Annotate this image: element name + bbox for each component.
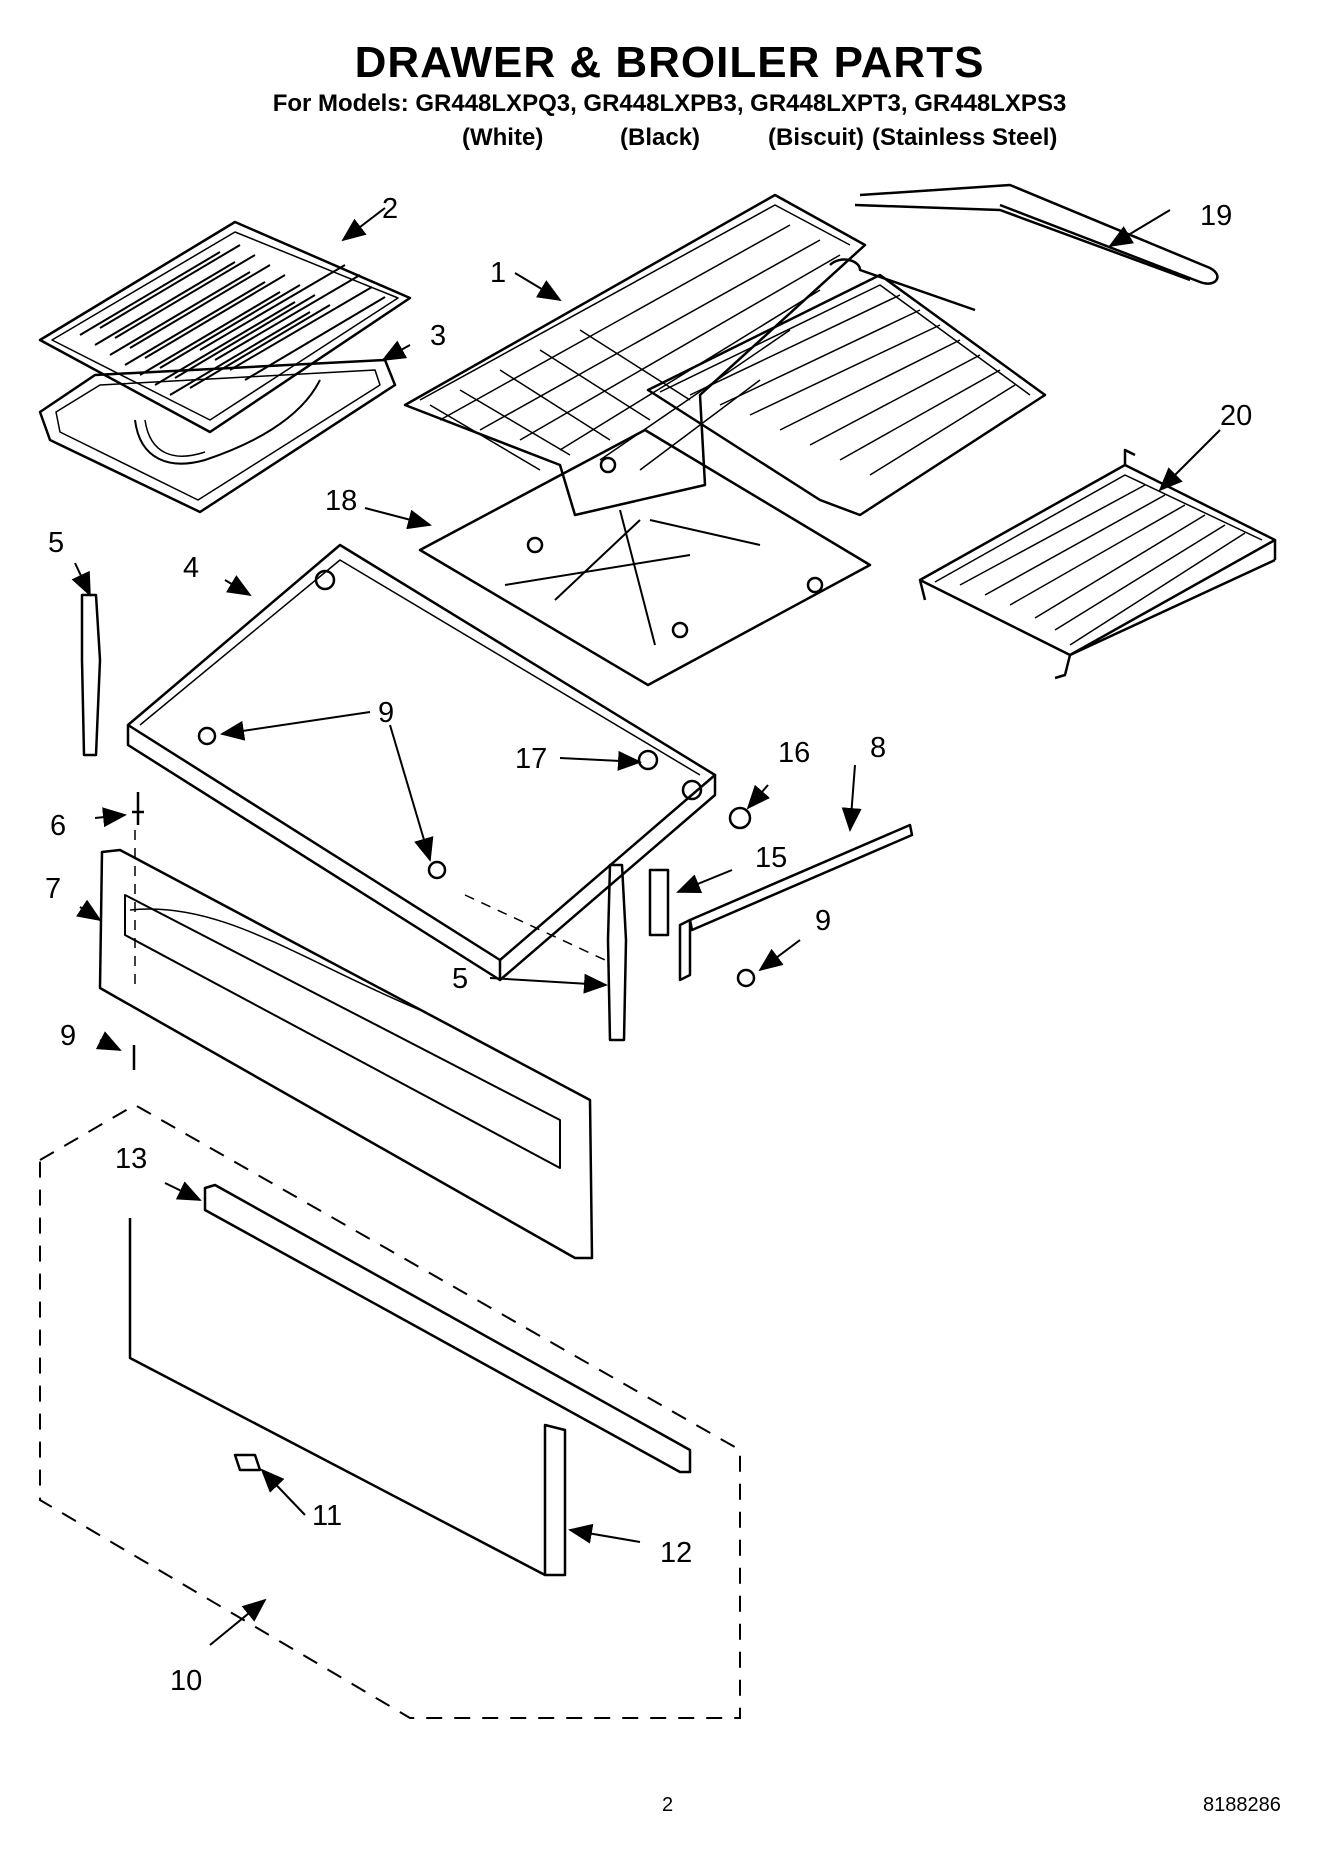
page-number: 2 (662, 1794, 674, 1816)
drawer-front-panel (98, 848, 594, 1260)
callout-5a: 5 (48, 527, 64, 559)
drawer-slide-left (80, 593, 102, 757)
slide-rail (688, 823, 914, 932)
panel-clip (233, 1453, 262, 1472)
page-title: DRAWER & BROILER PARTS (354, 38, 985, 87)
trim-strip (203, 1183, 692, 1474)
callout-15: 15 (755, 842, 787, 874)
callout-9a: 9 (378, 697, 394, 729)
callout-10: 10 (170, 1665, 202, 1697)
callout-19: 19 (1200, 200, 1232, 232)
callout-8: 8 (870, 732, 886, 764)
color-black: (Black) (620, 124, 701, 151)
drawer-body (126, 543, 717, 982)
kit-boundary (39, 1103, 741, 1719)
drawer-nut (637, 749, 659, 771)
document-number: 8188286 (1203, 1794, 1281, 1816)
callout-1: 1 (490, 257, 506, 289)
callout-18: 18 (325, 485, 357, 517)
drawer-pin (132, 792, 144, 825)
color-white: (White) (462, 124, 544, 151)
callout-7: 7 (45, 873, 61, 905)
callout-2: 2 (382, 193, 398, 225)
upper-rack (646, 273, 1047, 517)
drawer-slide-right (606, 863, 628, 1042)
lower-rack (403, 193, 867, 517)
front-panel (128, 1218, 567, 1577)
callout-16: 16 (778, 737, 810, 769)
callout-12: 12 (660, 1537, 692, 1569)
callout-9c: 9 (60, 1020, 76, 1052)
rail-bracket (678, 918, 692, 982)
callout-3: 3 (430, 320, 446, 352)
callout-17: 17 (515, 743, 547, 775)
drawer-liner (418, 428, 872, 687)
broiler-pan (38, 358, 397, 514)
callout-6: 6 (50, 810, 66, 842)
broiler-grid (38, 220, 412, 434)
callout-13: 13 (115, 1143, 147, 1175)
callout-11: 11 (312, 1500, 342, 1532)
model-list: For Models: GR448LXPQ3, GR448LXPB3, GR44… (272, 90, 1067, 117)
slide-bracket (648, 868, 670, 937)
screw-rail (736, 968, 756, 988)
color-biscuit: (Biscuit) (768, 124, 864, 151)
callout-20: 20 (1220, 400, 1252, 432)
callout-5b: 5 (452, 963, 468, 995)
screw-left (197, 726, 217, 746)
half-rack (918, 448, 1277, 680)
screw-center (427, 860, 447, 880)
drawer-stop (728, 806, 752, 830)
rack-slide-rail (829, 183, 1219, 312)
callout-4: 4 (183, 552, 199, 584)
callout-9b: 9 (815, 905, 831, 937)
color-stainless: (Stainless Steel) (872, 124, 1058, 151)
